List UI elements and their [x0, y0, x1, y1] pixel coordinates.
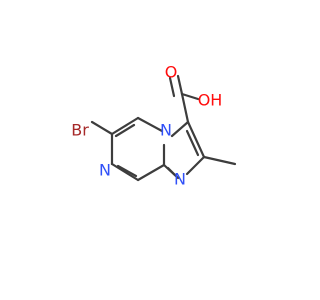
atom-carboxyl-oxygen-label: O	[165, 63, 178, 82]
bond-c5-n4	[136, 116, 164, 133]
bond-carboxyl-oh	[180, 92, 200, 101]
bond-n7-c8-inner	[116, 164, 138, 178]
bond-c3-carboxyl	[180, 92, 190, 124]
bond-c3-c2	[186, 120, 206, 159]
structure-canvas: Br O OH N N N	[71, 62, 237, 189]
atom-bridgehead-nitrogen-label: N	[160, 121, 172, 140]
bond-n1-c8a-inner	[166, 166, 176, 176]
bond-carbonyl-1	[176, 74, 184, 96]
bond-layer	[90, 74, 237, 182]
bond-c5-c6-inner	[114, 123, 136, 138]
bond-c3-c2-inner	[185, 129, 200, 157]
atom-imidazole-nitrogen-label: N	[174, 170, 186, 189]
atom-bromine-label: Br	[71, 121, 89, 140]
bond-c6-br	[90, 120, 114, 136]
bond-c5-c6	[110, 116, 140, 136]
bond-c2-methyl	[202, 155, 237, 166]
molecule-diagram: Br O OH N N N	[71, 63, 237, 189]
bond-c8-c8a	[136, 163, 166, 182]
bond-c2-n1	[185, 155, 206, 176]
bond-n4-c3	[170, 120, 190, 138]
bond-n7-c8	[110, 162, 140, 182]
bond-carbonyl-2	[168, 76, 176, 98]
atom-hydroxyl-label: OH	[198, 91, 223, 110]
atom-pyrazine-nitrogen-label: N	[99, 161, 111, 180]
atom-labels: Br O OH N N N	[71, 63, 222, 189]
